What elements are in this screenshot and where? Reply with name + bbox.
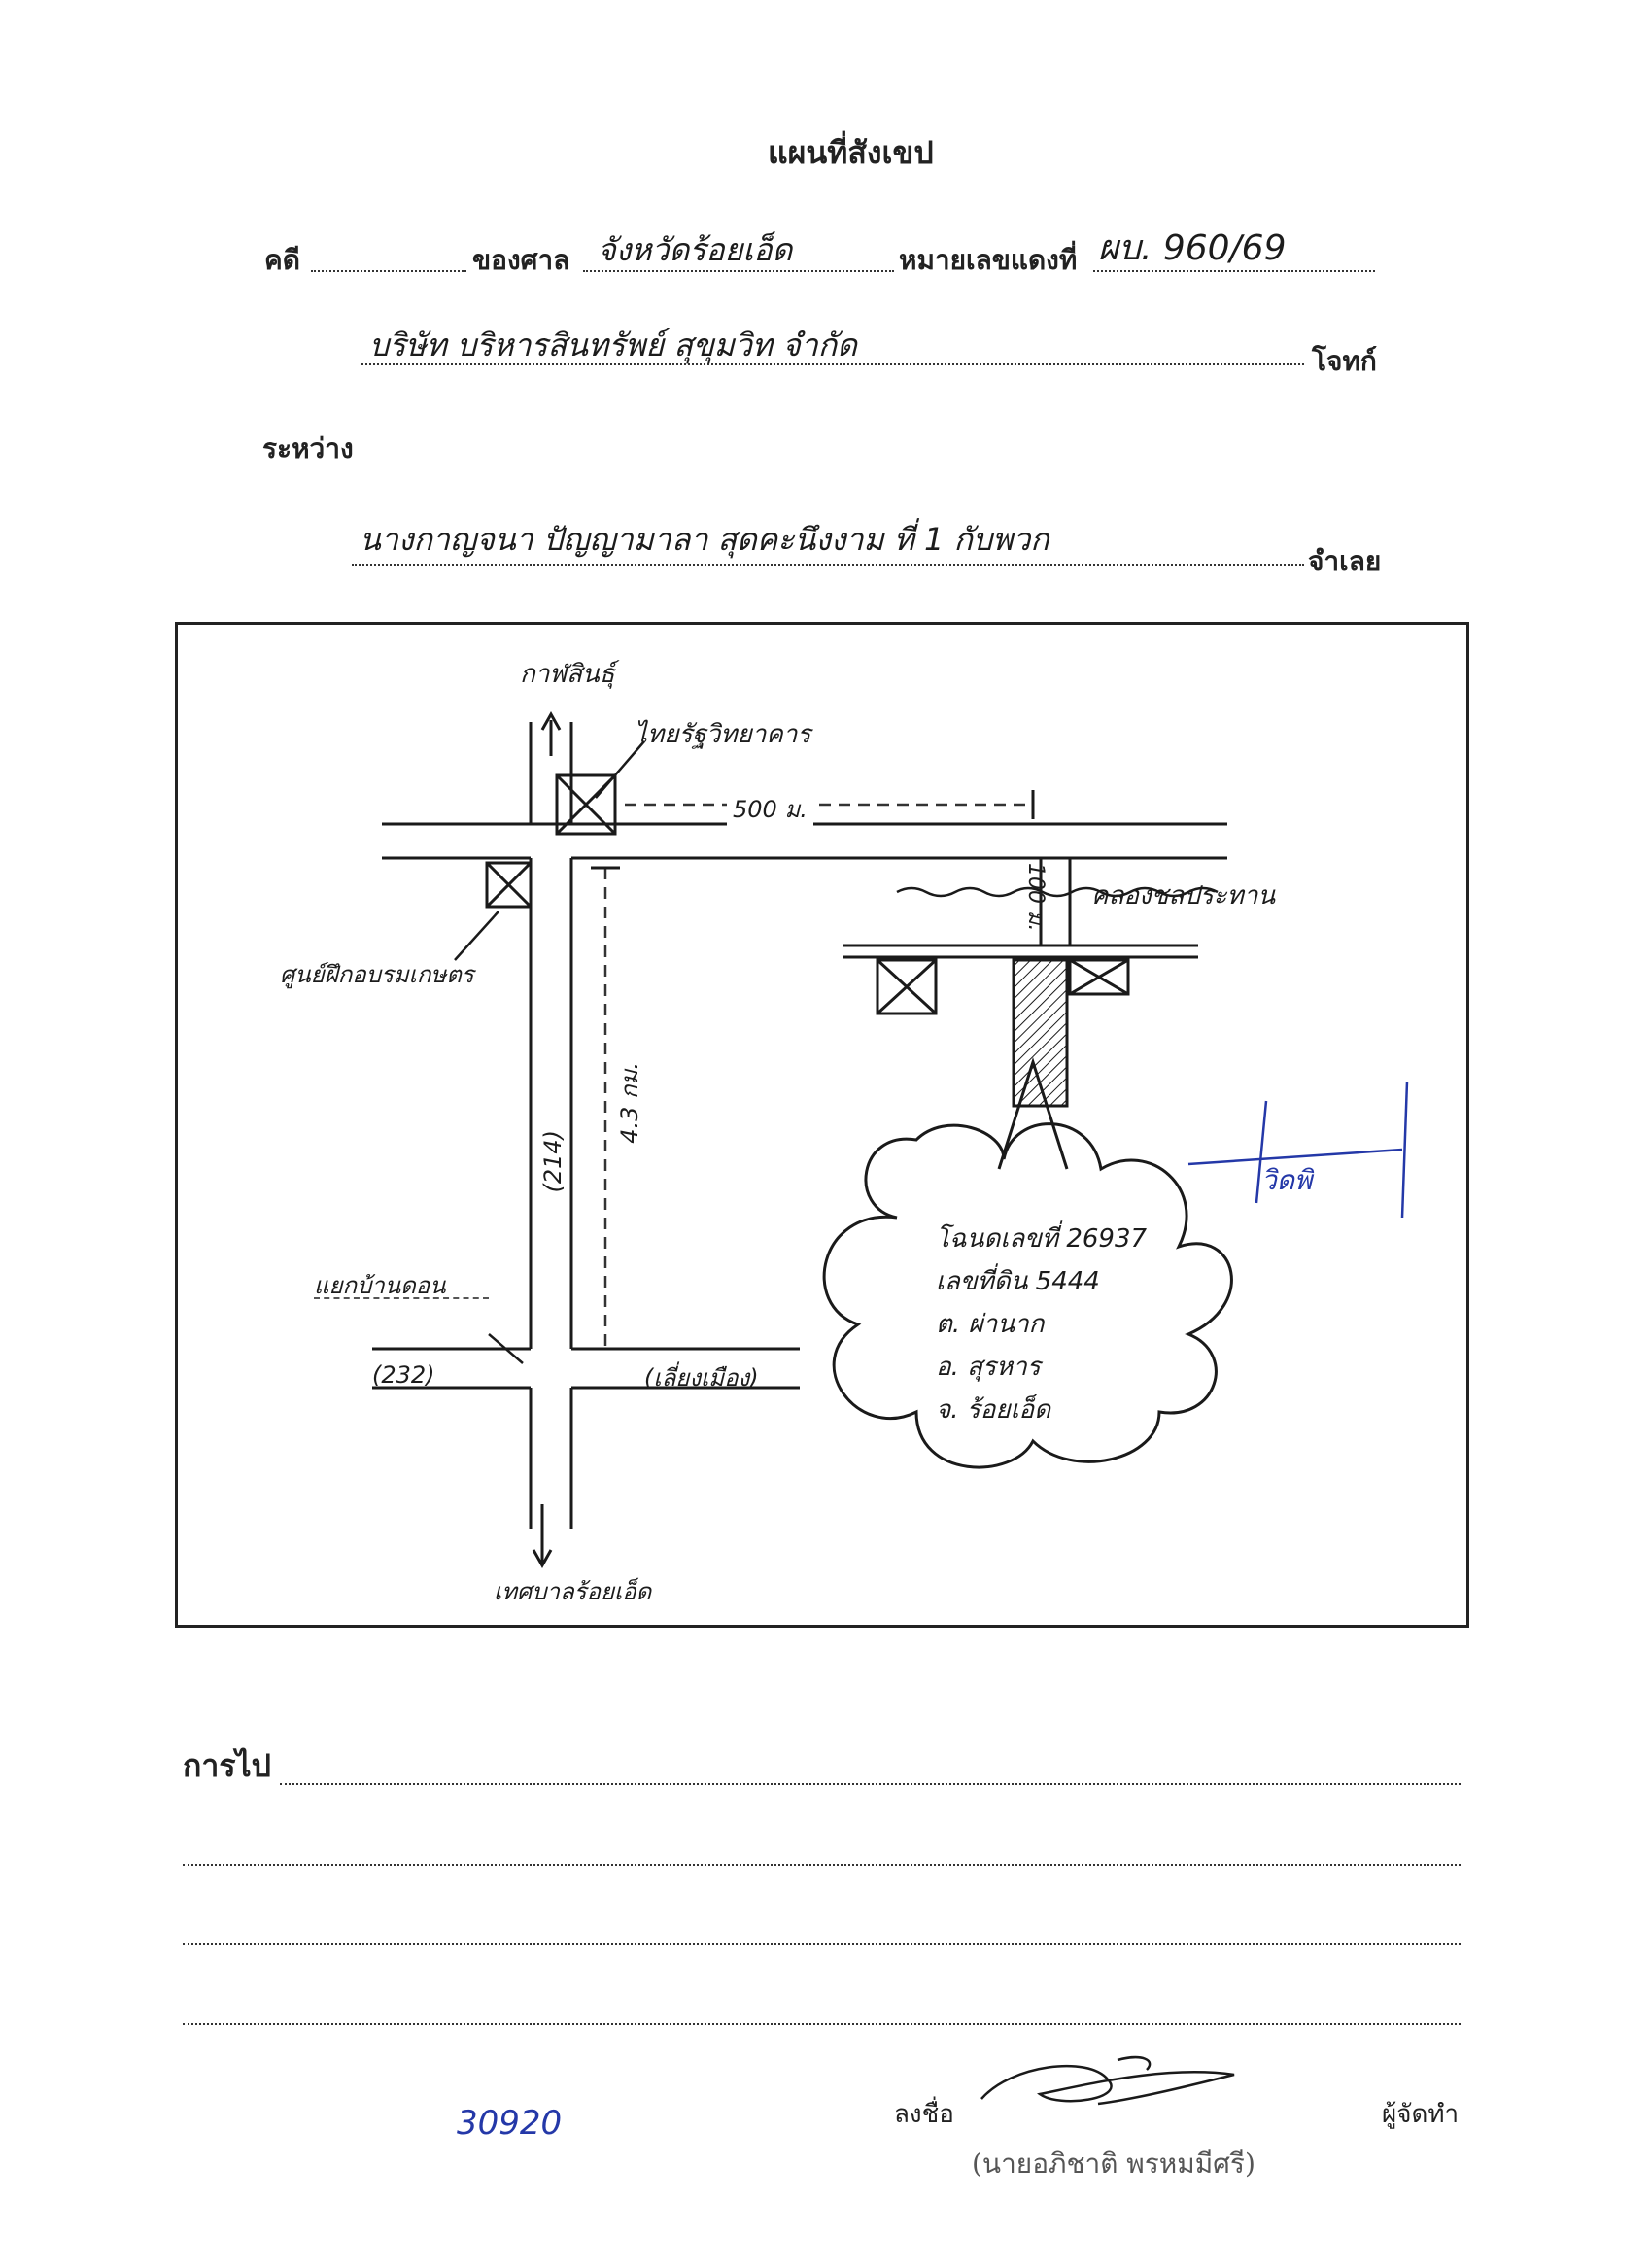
north-destination-label: กาฬสินธุ์: [520, 660, 615, 689]
distance-top-label: 500 ม.: [727, 790, 813, 828]
north-arrow-head: [540, 710, 562, 731]
court-label: ของศาล: [472, 244, 570, 276]
defendant-value: นางกาญจนา ปัญญามาลา สุดคะนึงงาม ที่ 1 กั…: [360, 521, 1049, 558]
case-label: คดี: [264, 244, 300, 276]
deed-line-5: จ. ร้อยเอ็ด: [936, 1395, 1050, 1425]
school-building-box: [555, 773, 617, 836]
highway-label: (214): [539, 1130, 567, 1193]
between-label: ระหว่าง: [262, 432, 354, 464]
canal-line: [896, 886, 1219, 898]
deed-line-2: เลขที่ดิน 5444: [936, 1267, 1100, 1296]
directions-line-2[interactable]: [183, 1864, 1461, 1866]
stamp-text: วิดพิ: [1261, 1164, 1313, 1196]
directions-line-4[interactable]: [183, 2023, 1461, 2025]
road-left-label: (232): [372, 1361, 435, 1389]
center-label: ศูนย์ฝึกอบรมเกษตร: [280, 961, 474, 988]
cloud-pointer: [997, 1057, 1069, 1170]
distance-side-label: 100 ม.: [1023, 863, 1048, 932]
signer-name: (นายอภิชาติ พรหมมีศรี): [972, 2148, 1255, 2180]
red-number-label: หมายเลขแดงที่: [899, 244, 1078, 276]
stamp-line-vertical-right: [1400, 1081, 1409, 1219]
distance-road-label: 4.3 กม.: [610, 1062, 648, 1144]
deed-info: โฉนดเลขที่ 26937 เลขที่ดิน 5444 ต. ผ่านา…: [936, 1218, 1147, 1431]
junction-underline: [314, 1297, 489, 1299]
school-pointer: [595, 740, 645, 799]
directions-line-1[interactable]: [280, 1783, 1461, 1785]
case-field[interactable]: [311, 270, 466, 272]
court-value: จังหวัดร้อยเอ็ด: [598, 231, 793, 268]
plaintiff-value: บริษัท บริหารสินทรัพย์ สุขุมวิท จำกัด: [369, 326, 857, 363]
plaintiff-label: โจทก์: [1312, 345, 1377, 377]
plaintiff-field[interactable]: [361, 363, 1304, 365]
building-box-left: [876, 958, 938, 1015]
sketch-map: [372, 710, 1409, 1569]
deed-line-4: อ. สุรหาร: [936, 1353, 1041, 1382]
center-building-box: [485, 861, 533, 909]
center-pointer: [454, 911, 499, 961]
red-number-value: ผบ. 960/69: [1098, 228, 1287, 268]
page-title: แผนที่สังเขป: [768, 134, 934, 171]
directions-label: การไป: [183, 1747, 271, 1784]
file-number: 30920: [457, 2104, 563, 2143]
defendant-label: จำเลย: [1308, 545, 1382, 577]
red-number-field[interactable]: [1093, 270, 1375, 272]
junction-label: แยกบ้านดอน: [314, 1272, 446, 1299]
deed-line-1: โฉนดเลขที่ 26937: [936, 1224, 1148, 1254]
canal-label: คลองชลประทาน: [1091, 881, 1276, 911]
junction-pointer: [488, 1333, 524, 1364]
south-arrow-head: [532, 1549, 553, 1569]
signature: [980, 2055, 1235, 2106]
school-label: ไทยรัฐวิทยาคาร: [635, 720, 811, 749]
road-right-label: (เลี่ยงเมือง): [644, 1364, 759, 1392]
stamp-line-vertical-left: [1255, 1100, 1268, 1204]
defendant-field[interactable]: [352, 564, 1304, 566]
maker-label: ผู้จัดทำ: [1382, 2100, 1460, 2129]
directions-line-3[interactable]: [183, 1943, 1461, 1945]
deed-cloud: [822, 1122, 1233, 1469]
stamp-line: [1187, 1148, 1403, 1166]
sign-label: ลงชื่อ: [894, 2100, 954, 2129]
building-box-right: [1068, 958, 1130, 996]
sketch-map-frame: กาฬสินธุ์ ไทยรัฐวิทยาคาร 500 ม. 100 ม. ค…: [175, 622, 1469, 1628]
deed-line-3: ต. ผ่านาก: [936, 1310, 1045, 1339]
court-field[interactable]: [583, 270, 894, 272]
south-destination-label: เทศบาลร้อยเอ็ด: [494, 1578, 652, 1605]
